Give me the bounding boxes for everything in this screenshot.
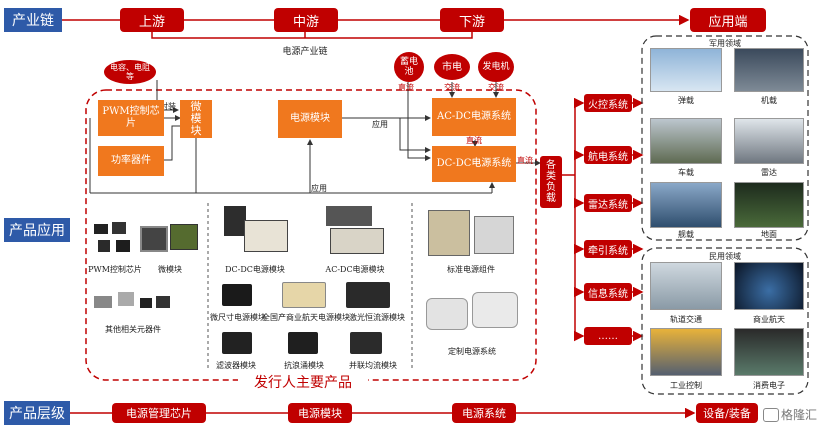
module-loads: 各类负载 — [540, 156, 562, 208]
module-pwm-chip: PWM控制芯片 — [98, 100, 164, 136]
flow-label-dc-out: 直流 — [517, 156, 533, 165]
chain-caption: 电源产业链 — [282, 47, 328, 57]
civil-label-consumer: 消费电子 — [753, 381, 785, 390]
photo-industrial — [650, 328, 722, 376]
product-image-anti-surge — [288, 332, 318, 354]
military-label-radar: 雷达 — [761, 168, 777, 177]
row-tag-product-application: 产品应用 — [4, 218, 70, 242]
level-chip: 电源管理芯片 — [112, 403, 206, 423]
module-micro: 微模块 — [180, 100, 212, 138]
chain-upstream: 上游 — [120, 8, 184, 32]
flow-label-ac-grid: 交流 — [444, 83, 460, 92]
product-label-filter: 滤波器模块 — [216, 361, 256, 370]
module-power: 电源模块 — [278, 100, 342, 138]
product-label-micro-size: 微尺寸电源模块 — [210, 313, 266, 322]
flow-label-apply-1: 应用 — [372, 120, 388, 129]
chain-downstream: 下游 — [440, 8, 504, 32]
flow-label-dc-battery: 直流 — [398, 83, 414, 92]
module-acdc-system: AC-DC电源系统 — [432, 98, 516, 136]
military-title: 军用领域 — [709, 39, 741, 48]
product-image-parallel — [350, 332, 382, 354]
system-information: 信息系统 — [584, 283, 632, 301]
product-label-parallel: 并联均流模块 — [349, 361, 397, 370]
civil-label-space: 商业航天 — [753, 315, 785, 324]
input-grid: 市电 — [434, 54, 470, 80]
row-tag-product-level: 产品层级 — [4, 401, 70, 425]
product-label-laser: 激光恒流源模块 — [349, 313, 405, 322]
photo-rail — [650, 262, 722, 310]
photo-ground — [734, 182, 804, 228]
product-label-standard: 标准电源组件 — [447, 265, 495, 274]
product-image-components — [92, 292, 174, 316]
module-power-device: 功率器件 — [98, 146, 164, 176]
product-image-laser — [346, 282, 390, 308]
level-system: 电源系统 — [452, 403, 516, 423]
input-generator: 发电机 — [478, 52, 514, 82]
civil-title: 民用领域 — [709, 252, 741, 261]
product-label-anti-surge: 抗浪涌模块 — [284, 361, 324, 370]
photo-missile — [650, 48, 722, 92]
level-equipment: 设备/装备 — [696, 403, 758, 423]
military-label-ship: 舰载 — [678, 230, 694, 239]
flow-label-ac-generator: 交流 — [488, 83, 504, 92]
military-label-ground: 地面 — [761, 230, 777, 239]
input-capacitor-resistor: 电容、电阻等 — [104, 60, 156, 84]
product-label-pwm-chip: PWM控制芯片 — [88, 265, 142, 274]
products-caption: 发行人主要产品 — [238, 372, 368, 392]
product-image-acdc-modules — [322, 206, 388, 254]
row-tag-industry-chain: 产业链 — [4, 8, 62, 32]
civil-label-rail: 轨道交通 — [670, 315, 702, 324]
system-traction: 牵引系统 — [584, 240, 632, 258]
product-image-standard — [424, 210, 518, 258]
product-label-acdc: AC-DC电源模块 — [325, 265, 385, 274]
military-label-aircraft: 机载 — [761, 96, 777, 105]
system-avionics: 航电系统 — [584, 146, 632, 164]
product-image-dcdc-modules — [218, 206, 294, 254]
system-radar: 雷达系统 — [584, 194, 632, 212]
flow-label-dc-mid: 直流 — [466, 136, 482, 145]
product-image-filter — [222, 332, 252, 354]
product-label-custom: 定制电源系统 — [448, 347, 496, 356]
input-battery: 蓄电池 — [394, 52, 424, 82]
photo-ship — [650, 182, 722, 228]
military-label-vehicle: 车载 — [678, 168, 694, 177]
chain-application-end: 应用端 — [690, 8, 766, 32]
system-more: …… — [584, 327, 632, 345]
photo-vehicle — [650, 118, 722, 164]
product-image-micro-size — [222, 284, 252, 306]
product-image-custom — [426, 292, 518, 332]
civil-label-industrial: 工业控制 — [670, 381, 702, 390]
flow-label-package: 封装 — [160, 102, 176, 111]
photo-consumer — [734, 328, 804, 376]
watermark-text: 格隆汇 — [781, 408, 818, 422]
chain-midstream: 中游 — [274, 8, 338, 32]
photo-space — [734, 262, 804, 310]
flow-label-apply-2: 应用 — [311, 184, 327, 193]
product-label-dcdc: DC-DC电源模块 — [225, 265, 285, 274]
photo-radar — [734, 118, 804, 164]
product-label-aerospace: 全国产商业航天电源模块 — [262, 313, 350, 322]
product-label-components: 其他相关元器件 — [105, 325, 161, 334]
product-image-pwm-chips — [94, 222, 134, 256]
product-label-micro-module: 微模块 — [158, 265, 182, 274]
military-label-missile: 弹载 — [678, 96, 694, 105]
watermark-logo-icon — [763, 408, 779, 422]
system-fire-control: 火控系统 — [584, 94, 632, 112]
product-image-micro-modules — [140, 224, 200, 254]
module-dcdc-system: DC-DC电源系统 — [432, 146, 516, 182]
photo-aircraft — [734, 48, 804, 92]
product-image-aerospace — [282, 282, 326, 308]
level-module: 电源模块 — [288, 403, 352, 423]
